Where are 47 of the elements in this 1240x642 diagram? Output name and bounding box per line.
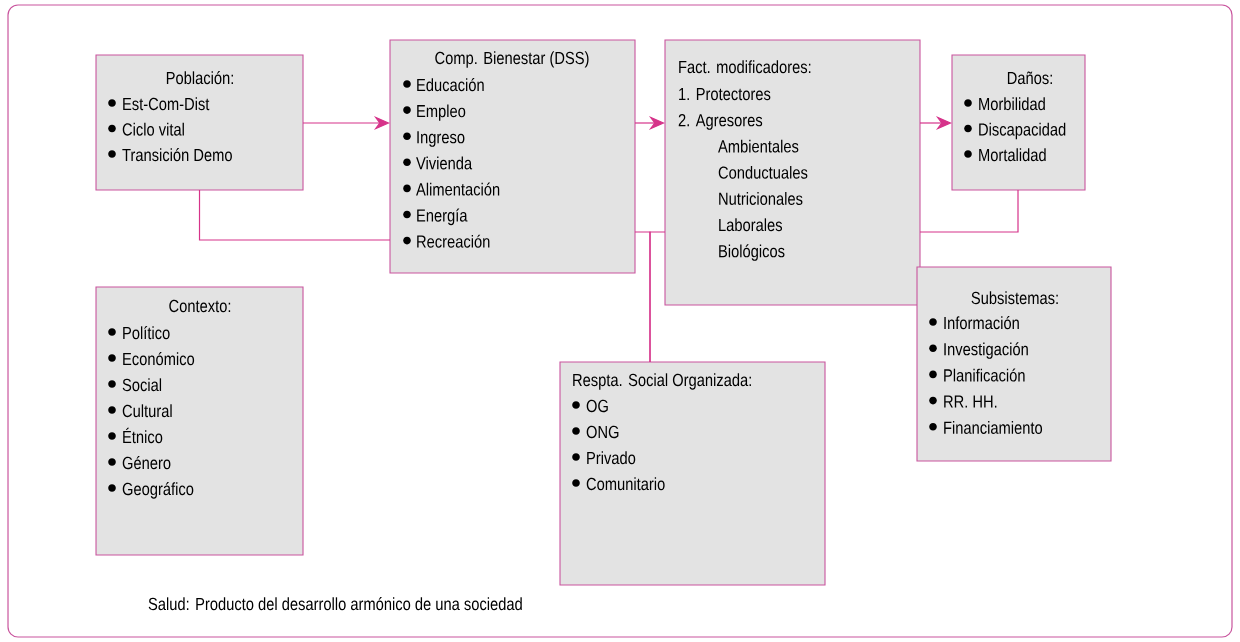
box-heading: Subsistemas:	[971, 291, 1058, 305]
list-item: Recreación	[403, 234, 490, 248]
list-item: Geográfico	[108, 482, 194, 499]
list-item: Biológicos	[719, 244, 785, 261]
list-item: Investigación	[929, 342, 1028, 359]
list-item: RR. HH.	[929, 395, 997, 408]
list-item: 1. Protectores	[679, 87, 771, 101]
list-item: Energía	[403, 208, 468, 226]
box-heading: Población:	[166, 71, 233, 85]
list-item: ONG	[572, 425, 619, 439]
list-item: Laborales	[719, 218, 782, 232]
list-item: Nutricionales	[719, 192, 803, 205]
list-item: Morbilidad	[964, 97, 1045, 111]
list-item: Género	[108, 456, 171, 470]
list-item: Educación	[403, 78, 484, 92]
list-item: Comunitario	[572, 477, 665, 491]
connector-line	[198, 189, 391, 241]
box-heading: Contexto:	[169, 299, 231, 313]
box-heading: Fact. modificadores:	[679, 60, 811, 74]
list-item: Empleo	[403, 104, 466, 121]
list-item: Est-Com-Dist	[108, 97, 210, 111]
list-item: Político	[108, 326, 170, 340]
list-item: Financiamiento	[929, 421, 1043, 434]
connector-line	[649, 231, 666, 363]
list-item: Ambientales	[718, 139, 799, 153]
list-item: Transición Demo	[108, 148, 232, 162]
box-heading: Comp. Bienestar (DSS)	[435, 51, 589, 68]
list-item: Discapacidad	[964, 122, 1066, 140]
list-item: Cultural	[108, 404, 172, 418]
box-heading: Respta. Social Organizada:	[573, 373, 751, 390]
list-item: Mortalidad	[964, 148, 1046, 162]
list-item: OG	[572, 399, 608, 413]
list-item: Económico	[108, 352, 195, 366]
list-item: Étnico	[108, 427, 163, 444]
list-item: Ingreso	[403, 131, 465, 147]
list-item: Información	[929, 316, 1019, 330]
list-item: Privado	[572, 451, 636, 465]
list-item: Ciclo vital	[108, 122, 184, 136]
list-item: Alimentación	[403, 182, 500, 196]
list-item: Vivienda	[403, 156, 473, 170]
list-item: Conductuales	[718, 165, 808, 179]
box-heading: Daños:	[1007, 71, 1052, 85]
list-item: Planificación	[929, 368, 1025, 382]
list-item: Social	[108, 378, 162, 392]
list-item: 2. Agresores	[678, 114, 763, 130]
caption: Salud: Producto del desarrollo armónico de una sociedad	[148, 597, 522, 611]
connector-line	[919, 189, 1019, 233]
